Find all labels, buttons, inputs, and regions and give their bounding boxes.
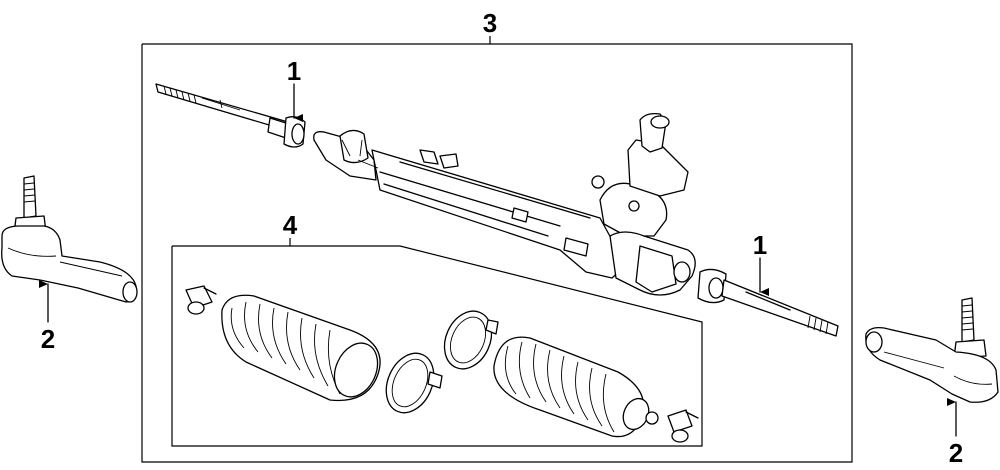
callout-1-left: 1	[287, 56, 301, 86]
outer-tie-end-left	[1, 175, 138, 303]
callout-2-right: 2	[949, 438, 963, 468]
callout-3: 3	[483, 8, 497, 38]
rack-housing	[313, 112, 696, 296]
assembly-frame	[141, 36, 853, 463]
callout-arrows	[39, 83, 957, 437]
callout-1-right: 1	[753, 230, 767, 260]
inner-tie-rod-right	[697, 268, 839, 337]
callout-4: 4	[283, 210, 298, 240]
outer-tie-end-right	[865, 297, 999, 403]
inner-tie-rod-left	[155, 83, 306, 148]
boot-kit-parts	[185, 285, 699, 443]
boot-kit-frame	[171, 238, 703, 447]
callout-2-left: 2	[41, 324, 55, 354]
